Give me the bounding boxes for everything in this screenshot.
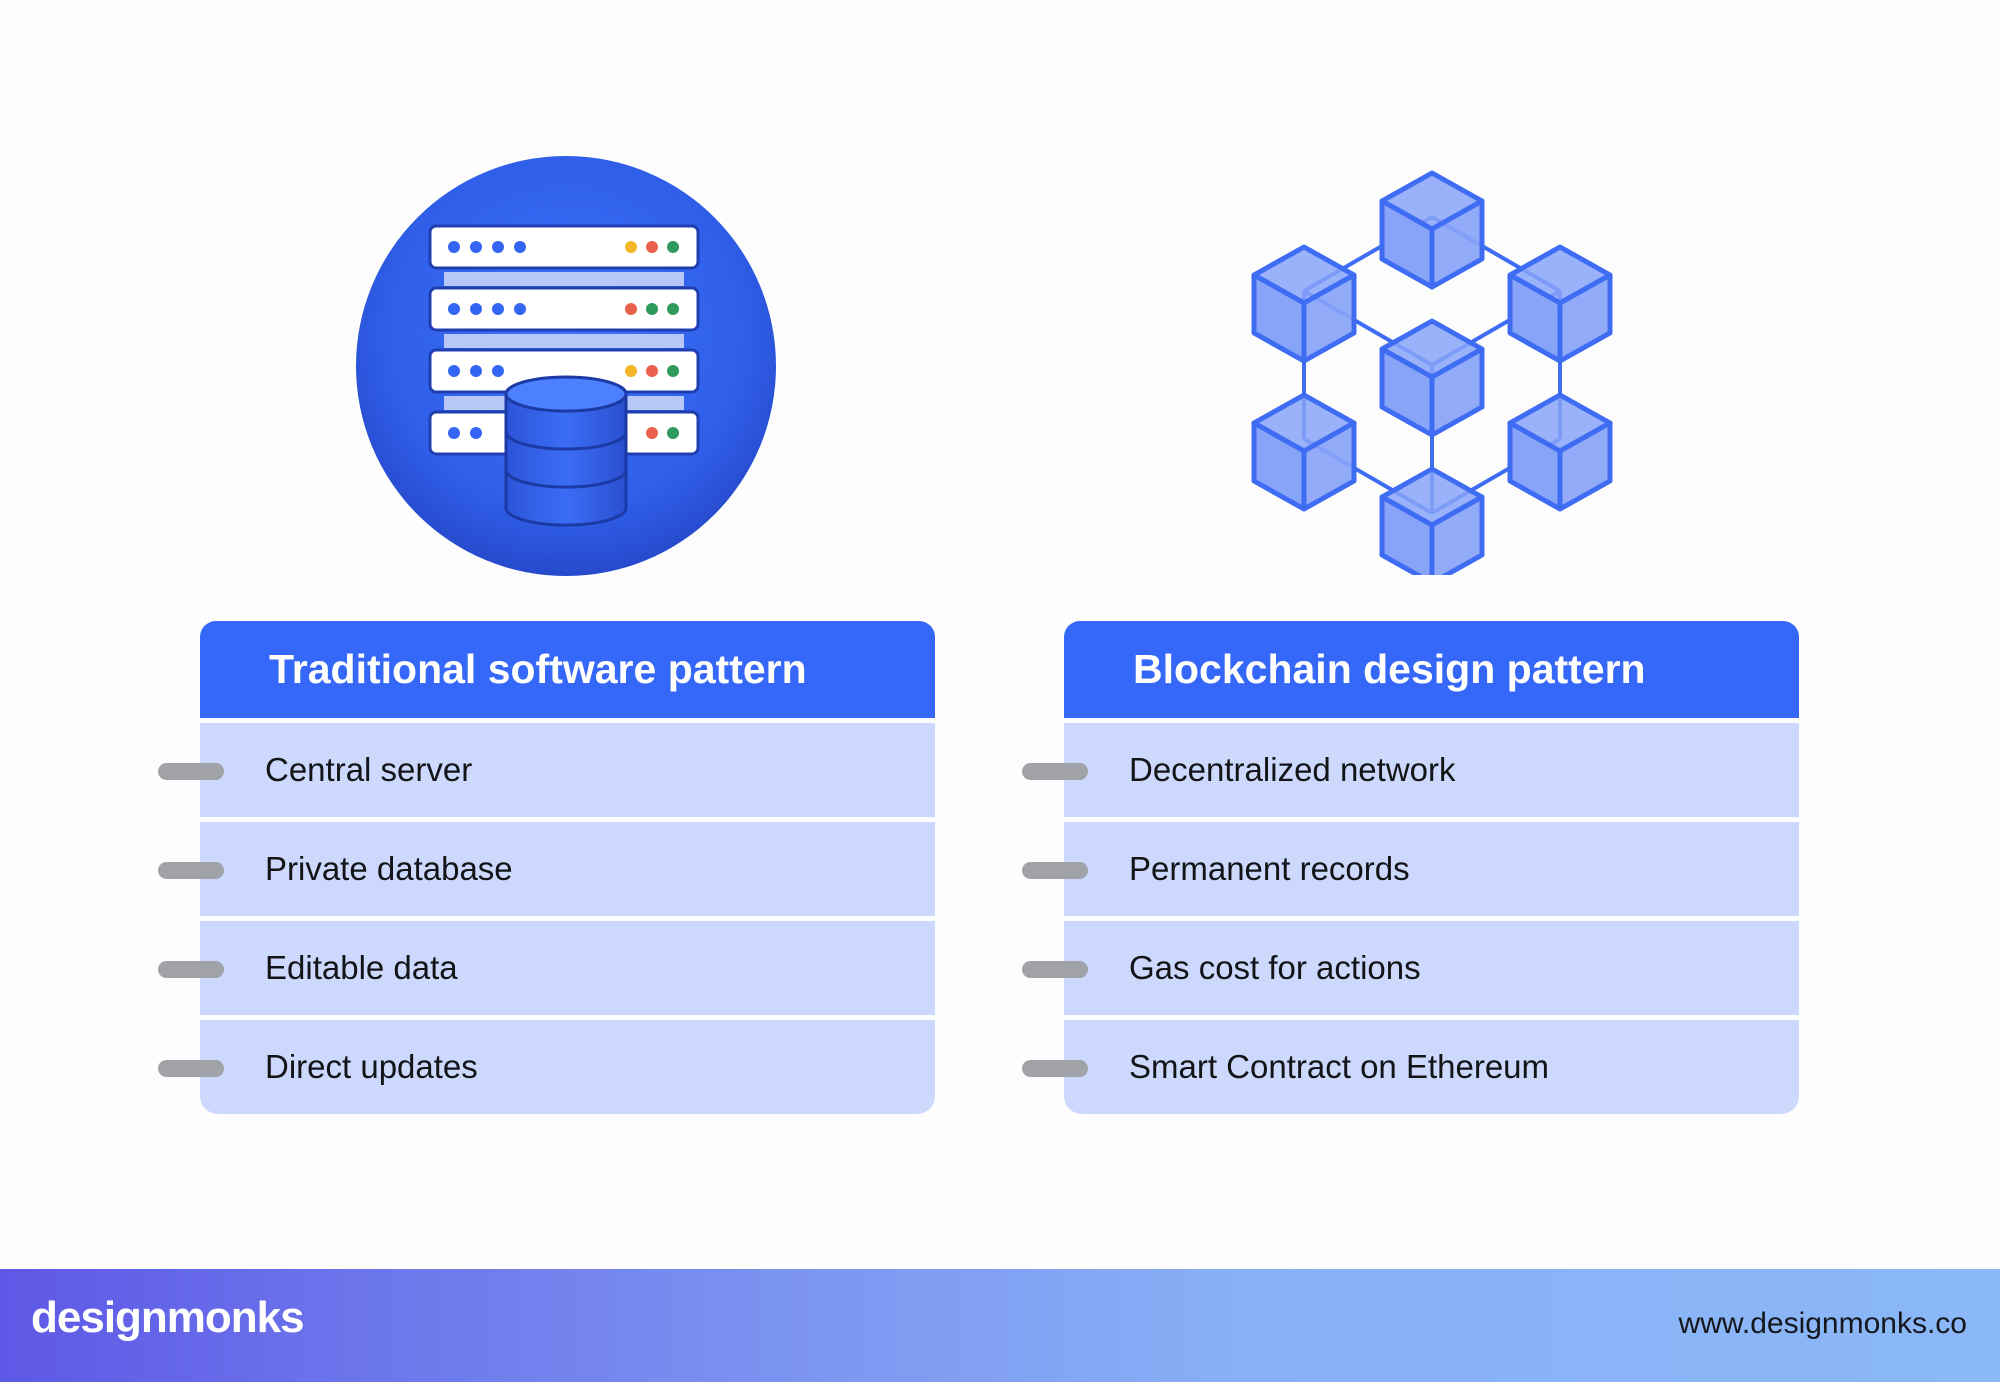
list-item-label: Central server [265, 751, 473, 788]
server-unit [428, 224, 700, 270]
list-item-label: Direct updates [265, 1048, 478, 1085]
list-item: Private database [158, 822, 935, 916]
bullet-pill [158, 763, 224, 780]
blockchain-pattern-title: Blockchain design pattern [1064, 621, 1799, 718]
footer-band: designmonks www.designmonks.co [0, 1269, 2000, 1382]
list-item: Smart Contract on Ethereum [1022, 1020, 1799, 1114]
traditional-pattern-title: Traditional software pattern [200, 621, 935, 718]
block-cube [1507, 244, 1613, 364]
server-unit [428, 286, 700, 332]
server-unit [428, 348, 700, 394]
bullet-pill [1022, 1060, 1088, 1077]
server-database-icon [356, 156, 776, 576]
list-item-label: Editable data [265, 949, 458, 986]
list-item-label: Gas cost for actions [1129, 949, 1421, 986]
list-item: Decentralized network [1022, 723, 1799, 817]
website-link[interactable]: www.designmonks.co [1678, 1307, 1967, 1340]
block-cube [1379, 466, 1485, 575]
list-item-label: Private database [265, 850, 513, 887]
list-item: Direct updates [158, 1020, 935, 1114]
list-item-label: Smart Contract on Ethereum [1129, 1048, 1550, 1085]
block-cube [1251, 392, 1357, 512]
list-item: Editable data [158, 921, 935, 1015]
list-item: Gas cost for actions [1022, 921, 1799, 1015]
block-cube [1379, 170, 1485, 290]
traditional-pattern-column: Traditional software pattern Central ser… [158, 621, 935, 1114]
bullet-pill [158, 1060, 224, 1077]
list-item: Central server [158, 723, 935, 817]
bullet-pill [158, 961, 224, 978]
bullet-pill [1022, 862, 1088, 879]
blockchain-pattern-column: Blockchain design pattern Decentralized … [1022, 621, 1799, 1114]
list-item-label: Permanent records [1129, 850, 1410, 887]
list-item-label: Decentralized network [1129, 751, 1456, 788]
bullet-pill [1022, 763, 1088, 780]
list-item: Permanent records [1022, 822, 1799, 916]
block-cube [1507, 392, 1613, 512]
brand-logo: designmonks [31, 1293, 305, 1342]
database-cylinder [504, 375, 628, 527]
bullet-pill [158, 862, 224, 879]
blockchain-network-icon [1251, 170, 1613, 575]
bullet-pill [1022, 961, 1088, 978]
block-cube [1251, 244, 1357, 364]
block-cube [1379, 318, 1485, 438]
